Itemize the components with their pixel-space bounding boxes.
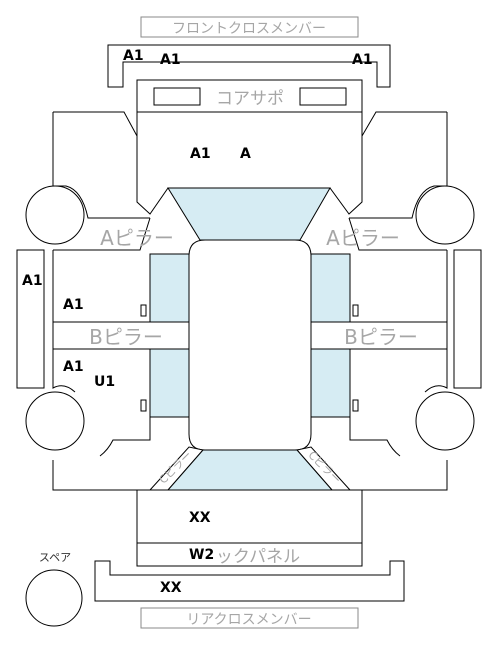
left-rear-door [52, 349, 76, 393]
right-fender [349, 112, 448, 219]
left-front-door-handle [140, 304, 147, 317]
right-rocker-panel [453, 249, 482, 389]
mark-left-rear-door-1: A1 [63, 359, 84, 375]
right-a-pillar-label: Aピラー [326, 226, 400, 250]
right-rear-door [424, 349, 448, 393]
mark-back-panel: W2 [189, 547, 214, 563]
left-fender [52, 112, 150, 219]
left-rocker-panel [16, 249, 45, 389]
left-front-wheel [25, 185, 85, 245]
left-b-pillar-label: Bピラー [89, 325, 163, 349]
left-a-pillar-label: Aピラー [100, 226, 174, 250]
right-rear-door-handle [352, 399, 359, 412]
right-front-window [310, 253, 351, 323]
left-a-pillar-band [53, 217, 151, 251]
right-fender-top [361, 111, 447, 137]
core-support-right-slot [299, 87, 347, 106]
spare-label: スペア [39, 551, 71, 564]
left-front-window [149, 253, 190, 323]
rear-cross-member [94, 560, 405, 602]
right-front-door-handle [352, 304, 359, 317]
back-panel-label: ックパネル [216, 547, 300, 567]
mark-front-cross-member-left-top: A1 [123, 48, 144, 64]
mark-hood-2: A [240, 146, 251, 162]
right-quarter-panel [362, 460, 448, 491]
mark-front-cross-member-left: A1 [160, 52, 181, 68]
trunk [136, 489, 363, 544]
roof [188, 239, 312, 451]
rear-cross-member-label: リアクロスメンバー [186, 612, 311, 628]
windshield [167, 187, 331, 241]
right-b-pillar-label: Bピラー [344, 325, 418, 349]
left-rear-door-lower [99, 417, 151, 457]
mark-left-rear-door-2: U1 [94, 374, 115, 390]
left-rear-door-handle [140, 399, 147, 412]
right-rear-window [310, 348, 351, 418]
mark-left-rocker: A1 [22, 273, 43, 289]
front-cross-member [107, 44, 391, 88]
left-rear-window [149, 348, 190, 418]
back-panel [136, 542, 363, 567]
mark-rear-cross-member: XX [160, 580, 182, 596]
left-b-pillar [52, 321, 190, 350]
mark-trunk: XX [189, 510, 211, 526]
left-quarter-panel [52, 460, 137, 491]
right-b-pillar [310, 321, 448, 350]
front-cross-member-box [140, 16, 359, 38]
core-support-left-slot [153, 87, 201, 106]
mark-left-front-door: A1 [63, 297, 84, 313]
right-rear-wheel [415, 391, 475, 451]
right-a-pillar-band [348, 217, 447, 251]
right-rear-door-lower [349, 417, 401, 457]
left-fender-top [53, 111, 138, 137]
right-front-door [350, 250, 448, 323]
right-front-wheel [415, 185, 475, 245]
front-cross-member-label: フロントクロスメンバー [172, 21, 326, 37]
spare-tire [25, 569, 83, 627]
rear-cross-member-box [140, 607, 359, 629]
mark-front-cross-member-right: A1 [352, 52, 373, 68]
mark-hood-1: A1 [190, 146, 211, 162]
left-rear-wheel [25, 391, 85, 451]
core-support-label: コアサポ [216, 89, 284, 109]
